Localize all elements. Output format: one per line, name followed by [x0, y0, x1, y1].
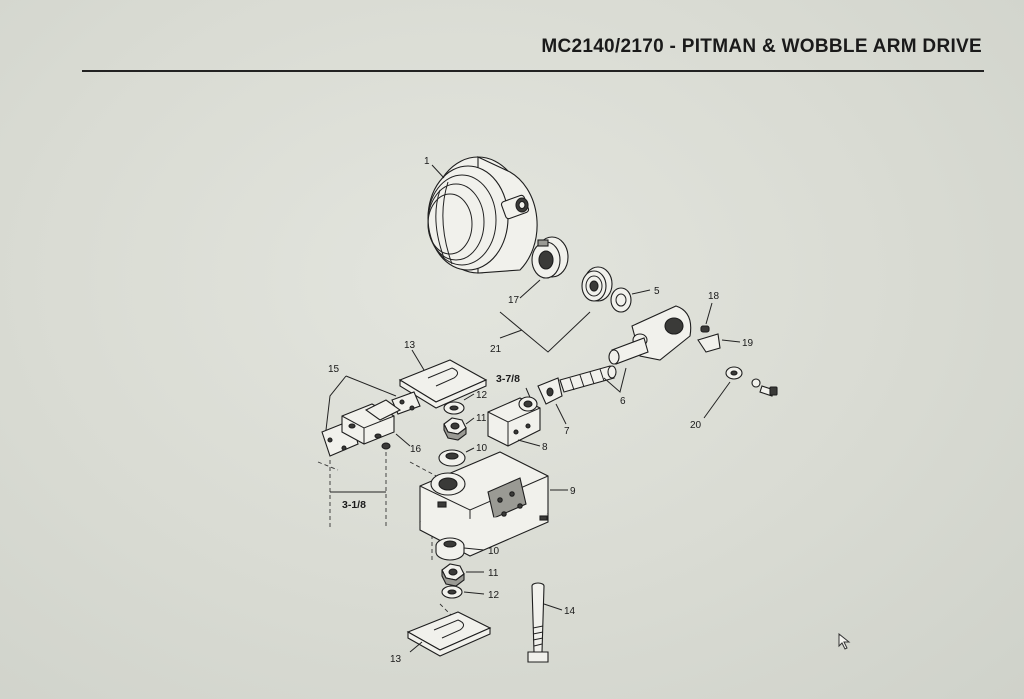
callout-12-upper: 12	[476, 390, 488, 401]
callout-14: 14	[564, 606, 576, 617]
part-13-lower-plate	[406, 611, 492, 657]
part-8-block	[487, 396, 541, 447]
callout-12-lower: 12	[488, 590, 500, 601]
title-rule	[82, 70, 984, 72]
mouse-pointer-icon	[838, 633, 851, 650]
dimension-lower: 3-1/8	[342, 499, 366, 511]
part-12-lower-washer	[441, 585, 463, 599]
part-20-washer-bolt	[725, 366, 778, 397]
callout-9: 9	[570, 486, 576, 497]
part-5-washer	[610, 287, 632, 313]
callout-18: 18	[708, 291, 720, 302]
callout-7: 7	[564, 426, 570, 437]
dimension-upper: 3-7/8	[496, 373, 520, 385]
part-6-pitman-arm	[608, 305, 692, 365]
part-14-bolt	[527, 582, 549, 663]
part-7-connector	[537, 377, 563, 405]
callout-8: 8	[542, 442, 548, 453]
part-1-pulley	[427, 156, 538, 274]
callout-16: 16	[410, 444, 422, 455]
callout-10-lower: 10	[488, 546, 500, 557]
callout-17: 17	[508, 295, 520, 306]
part-6-shaft	[559, 365, 617, 393]
callout-11-upper: 11	[476, 413, 487, 424]
callout-1: 1	[424, 156, 430, 167]
part-11-upper-nut	[443, 417, 467, 441]
callout-11-lower: 11	[488, 568, 499, 579]
part-10-lower-bushing	[435, 537, 465, 561]
callout-6: 6	[620, 396, 626, 407]
bearing-21	[581, 266, 613, 302]
callout-10-upper: 10	[476, 443, 488, 454]
callout-13-upper: 13	[404, 340, 416, 351]
part-12-upper-washer	[443, 401, 465, 415]
part-13-upper-plate	[398, 359, 488, 409]
part-9-housing	[419, 451, 549, 557]
page-title: MC2140/2170 - PITMAN & WOBBLE ARM DRIVE	[541, 36, 982, 57]
part-17-collar	[531, 236, 569, 279]
callout-15: 15	[328, 364, 340, 375]
part-18-key	[700, 325, 710, 333]
part-10-upper-bushing	[438, 449, 466, 467]
part-16-bracket	[341, 399, 402, 450]
callout-19: 19	[742, 338, 754, 349]
bracket-21	[499, 311, 591, 353]
callout-20: 20	[690, 420, 702, 431]
callout-21: 21	[490, 344, 502, 355]
part-11-lower-nut	[441, 563, 465, 587]
part-19-clip	[697, 333, 721, 353]
callout-13-lower: 13	[390, 654, 402, 665]
callout-5: 5	[654, 286, 660, 297]
